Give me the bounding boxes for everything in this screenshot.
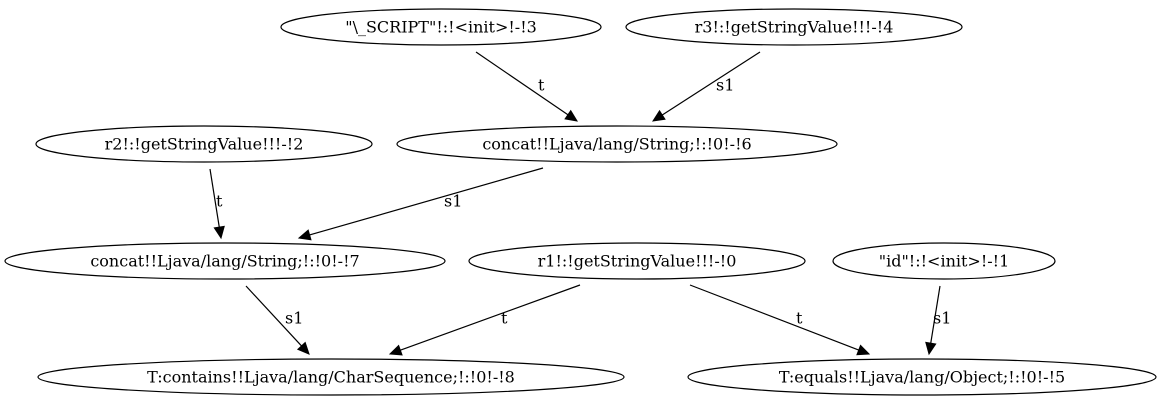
node-ellipse: [687, 358, 1157, 396]
edge-arrowhead: [856, 344, 871, 356]
node-ellipse: [4, 242, 446, 280]
node-n-r3: r3!:!getStringValue!!!-!4: [625, 8, 963, 46]
edge-label: s1: [933, 309, 951, 328]
edge-label: t: [538, 76, 545, 95]
edge-n-r1-to-n-contains: t: [388, 284, 581, 356]
edge-n-r3-to-n-concat6: s1: [651, 51, 761, 122]
edge-n-concat6-to-n-concat7: s1: [297, 167, 544, 241]
edge-n-r1-to-n-equals: t: [689, 284, 871, 356]
node-ellipse: [832, 242, 1056, 280]
edge-arrowhead: [296, 341, 310, 355]
edge-arrowhead: [297, 229, 312, 241]
node-n-concat6: concat!!Ljava/lang/String;!:!0!-!6: [396, 125, 838, 163]
node-n-r1: r1!:!getStringValue!!!-!0: [468, 242, 806, 280]
edge-arrowhead: [564, 109, 578, 122]
node-label: "\_SCRIPT"!:!<init>!-!3: [345, 18, 537, 37]
node-n-script: "\_SCRIPT"!:!<init>!-!3: [280, 8, 602, 46]
edge-line: [245, 285, 302, 347]
node-ellipse: [280, 8, 602, 46]
node-n-id: "id"!:!<init>!-!1: [832, 242, 1056, 280]
node-label: "id"!:!<init>!-!1: [879, 252, 1010, 271]
node-ellipse: [396, 125, 838, 163]
node-label: concat!!Ljava/lang/String;!:!0!-!7: [90, 252, 359, 271]
node-ellipse: [37, 358, 625, 396]
node-n-concat7: concat!!Ljava/lang/String;!:!0!-!7: [4, 242, 446, 280]
node-label: T:equals!!Ljava/lang/Object;!:!0!-!5: [779, 368, 1065, 387]
node-ellipse: [35, 125, 373, 163]
edge-label: s1: [444, 192, 462, 211]
edge-line: [309, 167, 544, 236]
node-label: r2!:!getStringValue!!!-!2: [105, 135, 304, 154]
edge-line: [475, 51, 569, 116]
edge-line: [689, 284, 859, 351]
edges-layer: t s1 t s1 s1 t t s1: [209, 51, 951, 356]
node-label: r1!:!getStringValue!!!-!0: [538, 252, 737, 271]
node-label: concat!!Ljava/lang/String;!:!0!-!6: [482, 135, 751, 154]
edge-arrowhead: [213, 225, 225, 240]
node-n-r2: r2!:!getStringValue!!!-!2: [35, 125, 373, 163]
node-ellipse: [625, 8, 963, 46]
edge-line: [400, 284, 581, 351]
edge-label: t: [501, 309, 508, 328]
edge-line: [209, 168, 220, 228]
edge-arrowhead: [925, 341, 937, 356]
edge-arrowhead: [388, 344, 403, 356]
edge-line: [930, 285, 941, 344]
edge-arrowhead: [651, 109, 666, 122]
edge-n-id-to-n-equals: s1: [925, 285, 951, 356]
node-label: r3!:!getStringValue!!!-!4: [695, 18, 894, 37]
node-label: T:contains!!Ljava/lang/CharSequence;!:!0…: [147, 368, 515, 387]
edge-label: t: [216, 192, 223, 211]
edge-label: t: [796, 309, 803, 328]
node-ellipse: [468, 242, 806, 280]
edge-n-r2-to-n-concat7: t: [209, 168, 225, 240]
edge-n-concat7-to-n-contains: s1: [245, 285, 310, 355]
edge-n-script-to-n-concat6: t: [475, 51, 578, 122]
node-n-contains: T:contains!!Ljava/lang/CharSequence;!:!0…: [37, 358, 625, 396]
nodes-layer: "\_SCRIPT"!:!<init>!-!3 r3!:!getStringVal…: [4, 8, 1157, 396]
edge-label: s1: [285, 309, 303, 328]
edge-label: s1: [716, 76, 734, 95]
edge-line: [661, 51, 761, 116]
node-n-equals: T:equals!!Ljava/lang/Object;!:!0!-!5: [687, 358, 1157, 396]
